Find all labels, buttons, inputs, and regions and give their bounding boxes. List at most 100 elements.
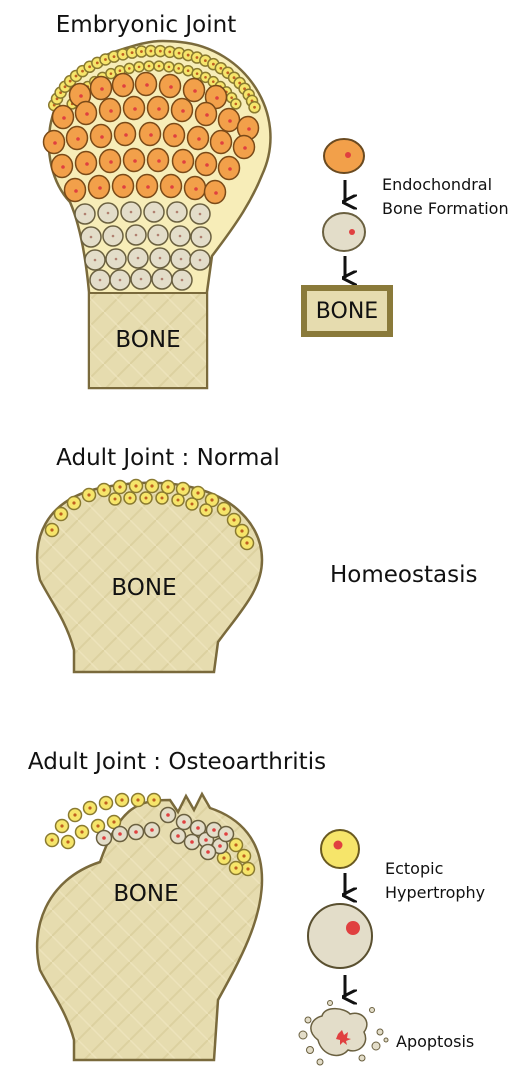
endochondral-label: Endochondral — [382, 175, 492, 194]
yellow-cell — [146, 480, 159, 493]
yellow-cell — [83, 489, 96, 502]
yellow-cell — [84, 802, 97, 815]
orange-cell — [124, 97, 145, 120]
yellow-cell — [46, 834, 59, 847]
orange-cell — [44, 131, 65, 154]
orange-cell — [188, 127, 209, 150]
orange-cell — [53, 106, 74, 129]
yellow-cell — [100, 797, 113, 810]
yellow-cell — [154, 61, 164, 71]
orange-cell — [219, 109, 240, 132]
yellow-cell — [69, 809, 82, 822]
grey-cell — [219, 827, 234, 842]
yellow-cell — [231, 99, 241, 109]
orange-cell — [100, 150, 121, 173]
orange-cell — [124, 149, 145, 172]
hypertrophic-cell-nucleus — [346, 921, 360, 935]
yellow-cell — [242, 863, 255, 876]
homeostasis-label: Homeostasis — [330, 562, 477, 588]
orange-cell — [160, 75, 181, 98]
orange-cell — [76, 152, 97, 175]
orange-cell — [148, 149, 169, 172]
grey-cell — [81, 227, 101, 247]
orange-cell — [52, 155, 73, 178]
orange-cell — [113, 175, 134, 198]
grey-cell — [190, 250, 210, 270]
yellow-cell — [200, 504, 212, 516]
yellow-cell — [134, 62, 144, 72]
bone-formation-label: Bone Formation — [382, 199, 509, 218]
yellow-cell — [124, 492, 136, 504]
hypertrophic-cell — [308, 904, 372, 968]
orange-cell — [184, 79, 205, 102]
orange-cell — [211, 131, 232, 154]
embryonic-panel: Embryonic Joint BONE BONE Endochondral B… — [44, 12, 509, 388]
yellow-chondrocyte-nucleus — [334, 841, 343, 850]
grey-cell — [113, 827, 128, 842]
hypertrophic-chondrocyte-nucleus — [349, 229, 355, 235]
orange-cell — [164, 124, 185, 147]
grey-cell — [129, 825, 144, 840]
grey-cell — [103, 226, 123, 246]
grey-cell — [121, 202, 141, 222]
grey-cell — [97, 831, 112, 846]
orange-cell — [136, 73, 157, 96]
yellow-cell — [230, 862, 243, 875]
bone-box-label: BONE — [316, 299, 378, 324]
grey-cell — [201, 845, 216, 860]
orange-cell — [76, 102, 97, 125]
oa-panel: Adult Joint : Osteoarthritis BONE Ectopi… — [28, 749, 485, 1065]
yellow-cell — [241, 537, 254, 550]
yellow-cell — [156, 492, 168, 504]
grey-cell — [75, 204, 95, 224]
grey-cell — [185, 835, 200, 850]
orange-cell — [185, 177, 206, 200]
yellow-cell — [238, 850, 251, 863]
yellow-cell — [68, 497, 81, 510]
yellow-cell — [46, 524, 59, 537]
grey-cell — [106, 249, 126, 269]
grey-cell — [90, 270, 110, 290]
yellow-cell — [114, 481, 127, 494]
yellow-cell — [124, 63, 134, 73]
orange-chondrocyte-nucleus — [345, 152, 351, 158]
yellow-cell — [186, 498, 198, 510]
orange-cell — [234, 136, 255, 159]
grey-cell — [152, 269, 172, 289]
grey-cell — [150, 248, 170, 268]
grey-cell — [172, 270, 192, 290]
grey-cell — [171, 829, 186, 844]
yellow-cell — [236, 525, 249, 538]
grey-cell — [191, 227, 211, 247]
orange-cell — [161, 175, 182, 198]
yellow-cell — [130, 480, 143, 493]
orange-cell — [89, 176, 110, 199]
yellow-cell — [109, 493, 121, 505]
orange-cell — [196, 103, 217, 126]
oa-bone-label: BONE — [113, 881, 178, 907]
orange-cell — [140, 123, 161, 146]
yellow-cell — [174, 63, 184, 73]
orange-cell — [219, 157, 240, 180]
yellow-cell — [144, 61, 154, 71]
orange-cell — [148, 97, 169, 120]
yellow-cell — [148, 794, 161, 807]
grey-cell — [110, 270, 130, 290]
yellow-cell — [98, 484, 111, 497]
yellow-cell — [132, 794, 145, 807]
yellow-cell — [172, 494, 184, 506]
hypertrophic-chondrocyte — [323, 213, 365, 251]
oa-title: Adult Joint : Osteoarthritis — [28, 749, 326, 775]
grey-cell — [177, 815, 192, 830]
grey-cell — [128, 248, 148, 268]
grey-cell — [167, 202, 187, 222]
yellow-cell — [249, 102, 260, 113]
yellow-cell — [228, 514, 241, 527]
orange-cell — [100, 99, 121, 122]
yellow-cell — [230, 839, 243, 852]
orange-cell — [173, 150, 194, 173]
grey-cell — [145, 823, 160, 838]
normal-title: Adult Joint : Normal — [56, 445, 280, 471]
yellow-cell — [164, 62, 174, 72]
